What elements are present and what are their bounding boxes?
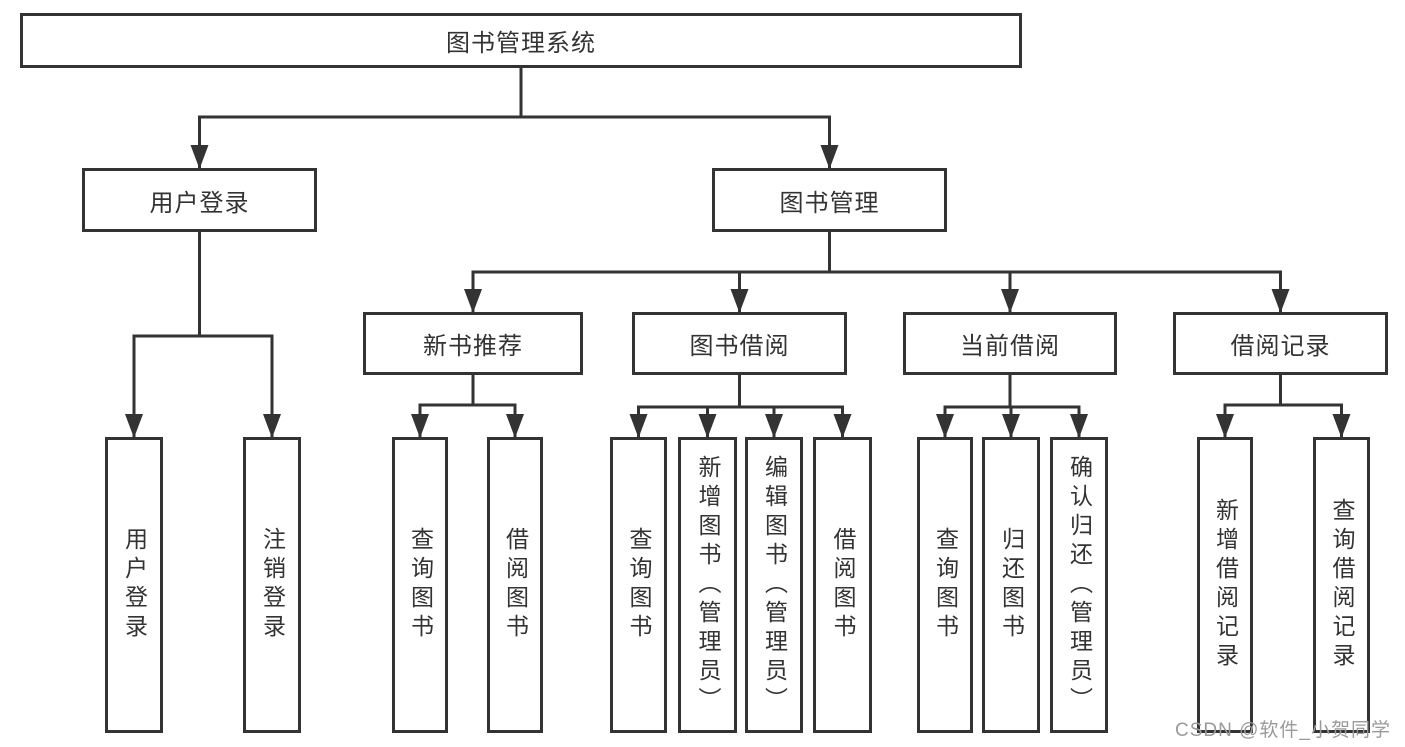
- node-root: 图书管理系统: [20, 13, 1022, 68]
- watermark: CSDN @软件_小贺同学: [1175, 720, 1391, 741]
- node-br-query-record: 查询借阅记录: [1313, 437, 1370, 733]
- node-label: 借阅记录: [1230, 333, 1331, 360]
- node-bb-edit-book: 编辑图书（管理员）: [745, 437, 803, 733]
- node-rec-borrow-book: 借阅图书: [487, 437, 543, 733]
- node-bb-add-book: 新增图书（管理员）: [678, 437, 737, 733]
- node-label: 当前借阅: [960, 333, 1060, 360]
- node-label: 图书管理: [779, 189, 880, 217]
- node-label: 查询图书: [626, 527, 652, 643]
- node-label: 查询图书: [407, 527, 434, 643]
- node-book-borrow: 图书借阅: [632, 312, 847, 375]
- node-user-login: 用户登录: [82, 168, 317, 232]
- node-label: 查询图书: [932, 527, 959, 643]
- node-bb-borrow-book: 借阅图书: [813, 437, 872, 733]
- node-cb-return-book: 归还图书: [982, 437, 1040, 733]
- node-book-mgmt: 图书管理: [712, 168, 947, 232]
- edge-path: [132, 68, 1343, 438]
- node-current-borrow: 当前借阅: [903, 312, 1117, 375]
- node-label: 新增借阅记录: [1212, 498, 1239, 672]
- node-label: 图书管理系统: [446, 30, 596, 57]
- node-label: 查询借阅记录: [1329, 498, 1355, 672]
- node-label: 注销登录: [259, 527, 286, 643]
- node-borrow-record: 借阅记录: [1173, 312, 1388, 375]
- node-label: 借阅图书: [502, 527, 529, 643]
- node-label: 新书推荐: [423, 333, 523, 360]
- node-label: 图书借阅: [689, 333, 790, 360]
- arrowheads: [125, 145, 1351, 438]
- node-label: 确认归还（管理员）: [1066, 454, 1093, 716]
- node-login: 用户登录: [105, 437, 163, 733]
- node-logout: 注销登录: [243, 437, 301, 733]
- node-bb-query-book: 查询图书: [610, 437, 667, 733]
- node-label: 借阅图书: [830, 527, 856, 643]
- node-label: 归还图书: [998, 527, 1025, 643]
- node-label: 用户登录: [149, 189, 250, 217]
- node-cb-confirm-return: 确认归还（管理员）: [1050, 437, 1108, 733]
- node-label: 新增图书（管理员）: [695, 454, 721, 716]
- node-br-add-record: 新增借阅记录: [1197, 437, 1253, 733]
- node-label: 用户登录: [121, 527, 148, 643]
- node-label: 编辑图书（管理员）: [761, 454, 788, 716]
- node-rec-query-book: 查询图书: [392, 437, 448, 733]
- node-new-book-rec: 新书推荐: [363, 312, 583, 375]
- node-cb-query-book: 查询图书: [917, 437, 973, 733]
